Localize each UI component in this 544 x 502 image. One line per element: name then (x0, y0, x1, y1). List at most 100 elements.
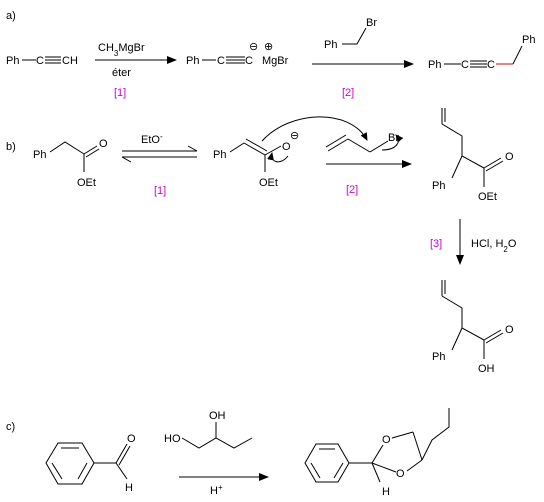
b-ester-oet: OEt (77, 177, 96, 189)
c-ald-ch (115, 462, 128, 480)
c-ald-ring-db-3 (51, 462, 63, 480)
b-acid-co-1 (483, 329, 502, 341)
c-ald-h: H (125, 482, 133, 494)
c-diol-ho: HO (164, 433, 181, 445)
a-step-2: [2] (342, 87, 354, 99)
b-enol-cc-2 (245, 138, 268, 152)
b-equil-back-barb (121, 156, 132, 163)
a-prod-ph: Ph (428, 59, 441, 71)
b-hydrolysis: HCl, H2O (471, 238, 517, 254)
c-acetal-ch2-ch (412, 431, 423, 461)
b-allyl-db-2 (325, 134, 347, 148)
a-alkyl-br: Br (366, 17, 377, 29)
c-ald-ring (45, 442, 95, 485)
b-prod-chain (441, 123, 485, 169)
c-ald-co-2 (118, 445, 131, 466)
c-acetal-ch-o2 (406, 459, 423, 472)
a-prod-bond-2 (512, 45, 523, 65)
reaction-c: O H HO OH H+ O O H (45, 408, 450, 498)
b-acid-chain (441, 295, 485, 341)
a-prod-c1: C (461, 59, 469, 71)
b-allyl-db-1 (327, 138, 349, 152)
section-label-c: c) (6, 421, 15, 433)
b-ester-co-2 (85, 148, 100, 158)
b-prod-o: O (505, 151, 514, 163)
c-acetal-o1-ch2 (391, 431, 414, 439)
b-enol-co (264, 145, 282, 156)
b-acid-oh: OH (478, 363, 495, 375)
a-int-plus: ⊕ (264, 41, 273, 53)
b-ester-chain (49, 141, 85, 155)
b-attack-arrow (261, 116, 368, 142)
b-acid-ph: Ph (432, 351, 445, 363)
b-ester-ph: Ph (33, 149, 46, 161)
c-acetal-c-h (371, 462, 381, 483)
c-ald-ring-db-2 (77, 462, 88, 480)
b-prod-ph: Ph (432, 180, 445, 192)
acetylide: Ph C C ⊖ MgBr ⊕ (186, 41, 289, 67)
butane-1-2-diol: HO OH (164, 410, 253, 449)
a-int-mgbr: MgBr (262, 55, 289, 67)
a-int-c: C (217, 55, 225, 67)
b-enol-minus: ⊖ (290, 130, 299, 142)
b-enol-cc-1 (243, 142, 266, 156)
b-acid-co-2 (485, 332, 504, 344)
a-start-ch: CH (62, 55, 78, 67)
b-enol-o: O (282, 141, 291, 153)
c-acetal-c-o1 (371, 444, 384, 464)
section-label-a: a) (6, 10, 16, 22)
b-alkylated-ester: Ph O OEt (432, 108, 514, 203)
b-prod-ph-bond (451, 155, 463, 179)
enolate: Ph O ⊖ OEt (213, 130, 299, 189)
b-step-3: [3] (430, 238, 442, 250)
b-enol-oet: OEt (259, 177, 278, 189)
a-reagent: CH3MgBr (98, 42, 145, 58)
b-acid-product: Ph O OH (432, 280, 514, 375)
a-start-c: C (36, 55, 44, 67)
benzaldehyde: O H (45, 433, 136, 494)
c-acetal-o2-c (371, 462, 397, 473)
b-ester-co-1 (83, 145, 98, 155)
b-equil-forward-barb (187, 145, 198, 152)
a-int-ph: Ph (186, 55, 199, 67)
c-acetal-o1: O (382, 434, 391, 446)
c-acetal-o2: O (396, 468, 405, 480)
b-enol-curved-arrow (267, 152, 289, 163)
a-alkyl-ph: Ph (324, 39, 337, 51)
reaction-a: Ph C CH CH3MgBr éter [1] Ph C C ⊖ MgBr ⊕ (6, 17, 535, 99)
b-allyl-br: Br (388, 132, 399, 144)
b-step-1: [1] (154, 185, 166, 197)
a-product: Ph C C Ph (428, 34, 535, 71)
b-step-2: [2] (346, 184, 358, 196)
b-enol-ph: Ph (213, 149, 226, 161)
phenylacetylene: Ph C CH (6, 55, 78, 67)
c-acetal-ph-ring (304, 443, 350, 483)
a-solvent: éter (112, 67, 131, 79)
a-prod-ph2: Ph (522, 34, 535, 46)
b-prod-co-2 (485, 160, 504, 172)
c-diol-chain (181, 437, 253, 449)
a-prod-c2: C (487, 59, 495, 71)
c-acetal-ring-db-2 (333, 462, 344, 479)
b-enol-bond-1 (229, 142, 245, 153)
b-prod-oet: OEt (478, 191, 497, 203)
c-acetal-ring-db-3 (310, 462, 321, 479)
a-start-ph: Ph (6, 55, 19, 67)
acetal-product: O O H (304, 408, 450, 498)
a-alkyl-bonds (342, 27, 367, 45)
a-int-minus: ⊖ (249, 41, 258, 53)
b-ester-o: O (99, 138, 108, 150)
b-allyl-bond-2 (347, 138, 371, 153)
b-prod-co-1 (483, 157, 502, 169)
b-acid-ph-bond (451, 327, 463, 351)
a-int-c2: C (245, 55, 253, 67)
c-catalyst: H+ (210, 483, 223, 498)
b-allyl-bond-3 (369, 140, 389, 153)
b-acid-o: O (505, 324, 514, 336)
ethyl-phenylacetate: Ph O OEt (33, 138, 108, 189)
c-ald-co-1 (115, 443, 128, 464)
benzyl-bromide: Ph Br (324, 17, 377, 51)
c-acetal-ethyl (421, 408, 450, 461)
b-base: EtO- (141, 132, 163, 147)
